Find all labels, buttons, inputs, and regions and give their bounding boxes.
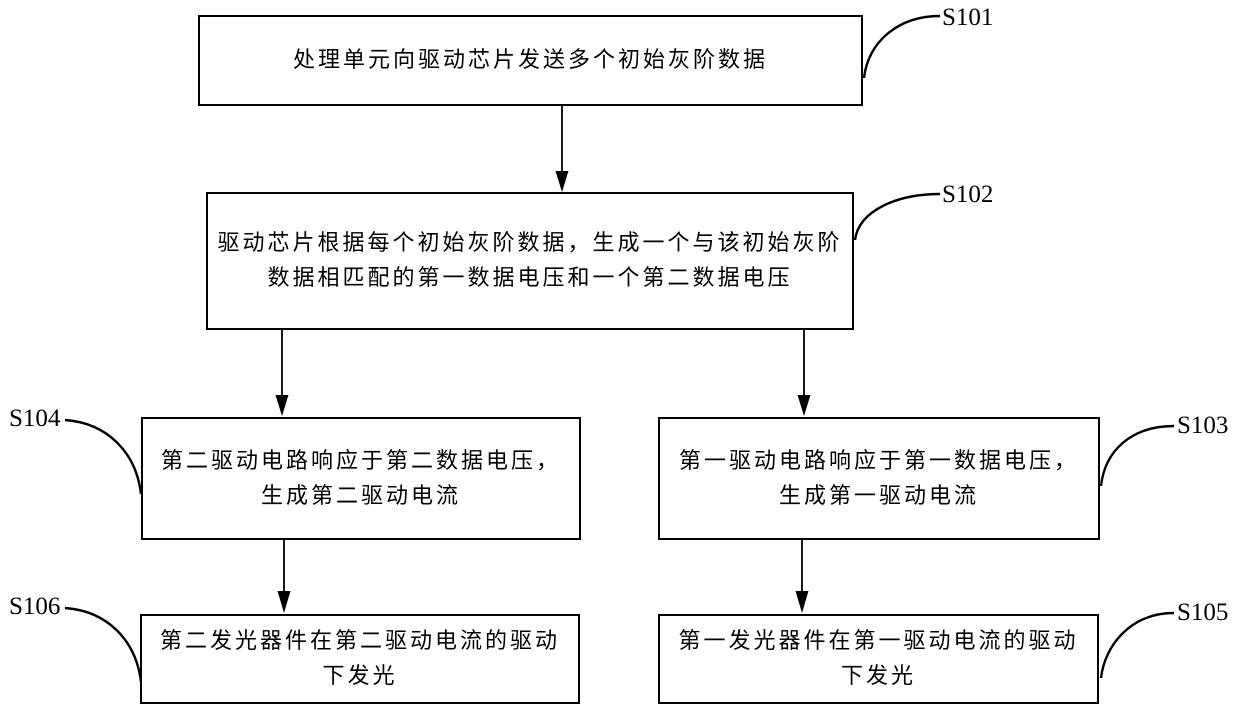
step-label-s104: S104	[9, 405, 61, 432]
flow-box-s104-text-line1: 第二驱动电路响应于第二数据电压，	[160, 448, 561, 474]
flow-box-s105-text-line2: 下发光	[840, 664, 916, 689]
step-label-s102: S102	[942, 181, 994, 208]
step-label-s106: S106	[9, 593, 61, 620]
step-label-s101: S101	[942, 4, 994, 31]
flow-box-s101-text: 处理单元向驱动芯片发送多个初始灰阶数据	[292, 48, 768, 73]
flow-box-s106-text-line2: 下发光	[322, 664, 398, 689]
flow-box-s104-text-line2: 生成第二驱动电流	[260, 483, 461, 509]
flow-box-s101: 处理单元向驱动芯片发送多个初始灰阶数据	[198, 15, 863, 106]
arrow-s101-to-s102	[555, 106, 569, 192]
flow-box-s102-text-line1: 驱动芯片根据每个初始灰阶数据，生成一个与该初始灰阶	[217, 231, 843, 256]
leader-line-s104	[64, 418, 143, 495]
arrow-s103-to-s105	[795, 540, 809, 613]
arrow-s102-to-s103	[797, 330, 811, 416]
flow-box-s102: 驱动芯片根据每个初始灰阶数据，生成一个与该初始灰阶 数据相匹配的第一数据电压和一…	[206, 192, 854, 330]
flow-box-s105: 第一发光器件在第一驱动电流的驱动 下发光	[658, 614, 1099, 704]
arrow-s102-to-s104	[275, 330, 289, 416]
flow-box-s106-text-line1: 第二发光器件在第二驱动电流的驱动	[159, 629, 560, 654]
step-label-s103: S103	[1177, 412, 1229, 439]
flow-box-s103: 第一驱动电路响应于第一数据电压， 生成第一驱动电流	[658, 417, 1100, 540]
flow-box-s102-text-line2: 数据相匹配的第一数据电压和一个第二数据电压	[267, 266, 793, 291]
arrow-s104-to-s106	[277, 540, 291, 613]
flow-box-s104: 第二驱动电路响应于第二数据电压， 生成第二驱动电流	[141, 417, 581, 540]
step-label-s105: S105	[1177, 599, 1229, 626]
flow-box-s103-text-line2: 生成第一驱动电流	[778, 483, 979, 509]
flow-box-s106: 第二发光器件在第二驱动电流的驱动 下发光	[140, 614, 580, 704]
leader-line-s103	[1099, 424, 1175, 487]
leader-line-s101	[862, 14, 941, 79]
flow-box-s103-text-line1: 第一驱动电路响应于第一数据电压，	[678, 448, 1079, 474]
leader-line-s102	[853, 192, 941, 241]
flow-box-s105-text-line1: 第一发光器件在第一驱动电流的驱动	[678, 629, 1079, 654]
leader-line-s106	[64, 606, 143, 683]
leader-line-s105	[1099, 611, 1175, 679]
